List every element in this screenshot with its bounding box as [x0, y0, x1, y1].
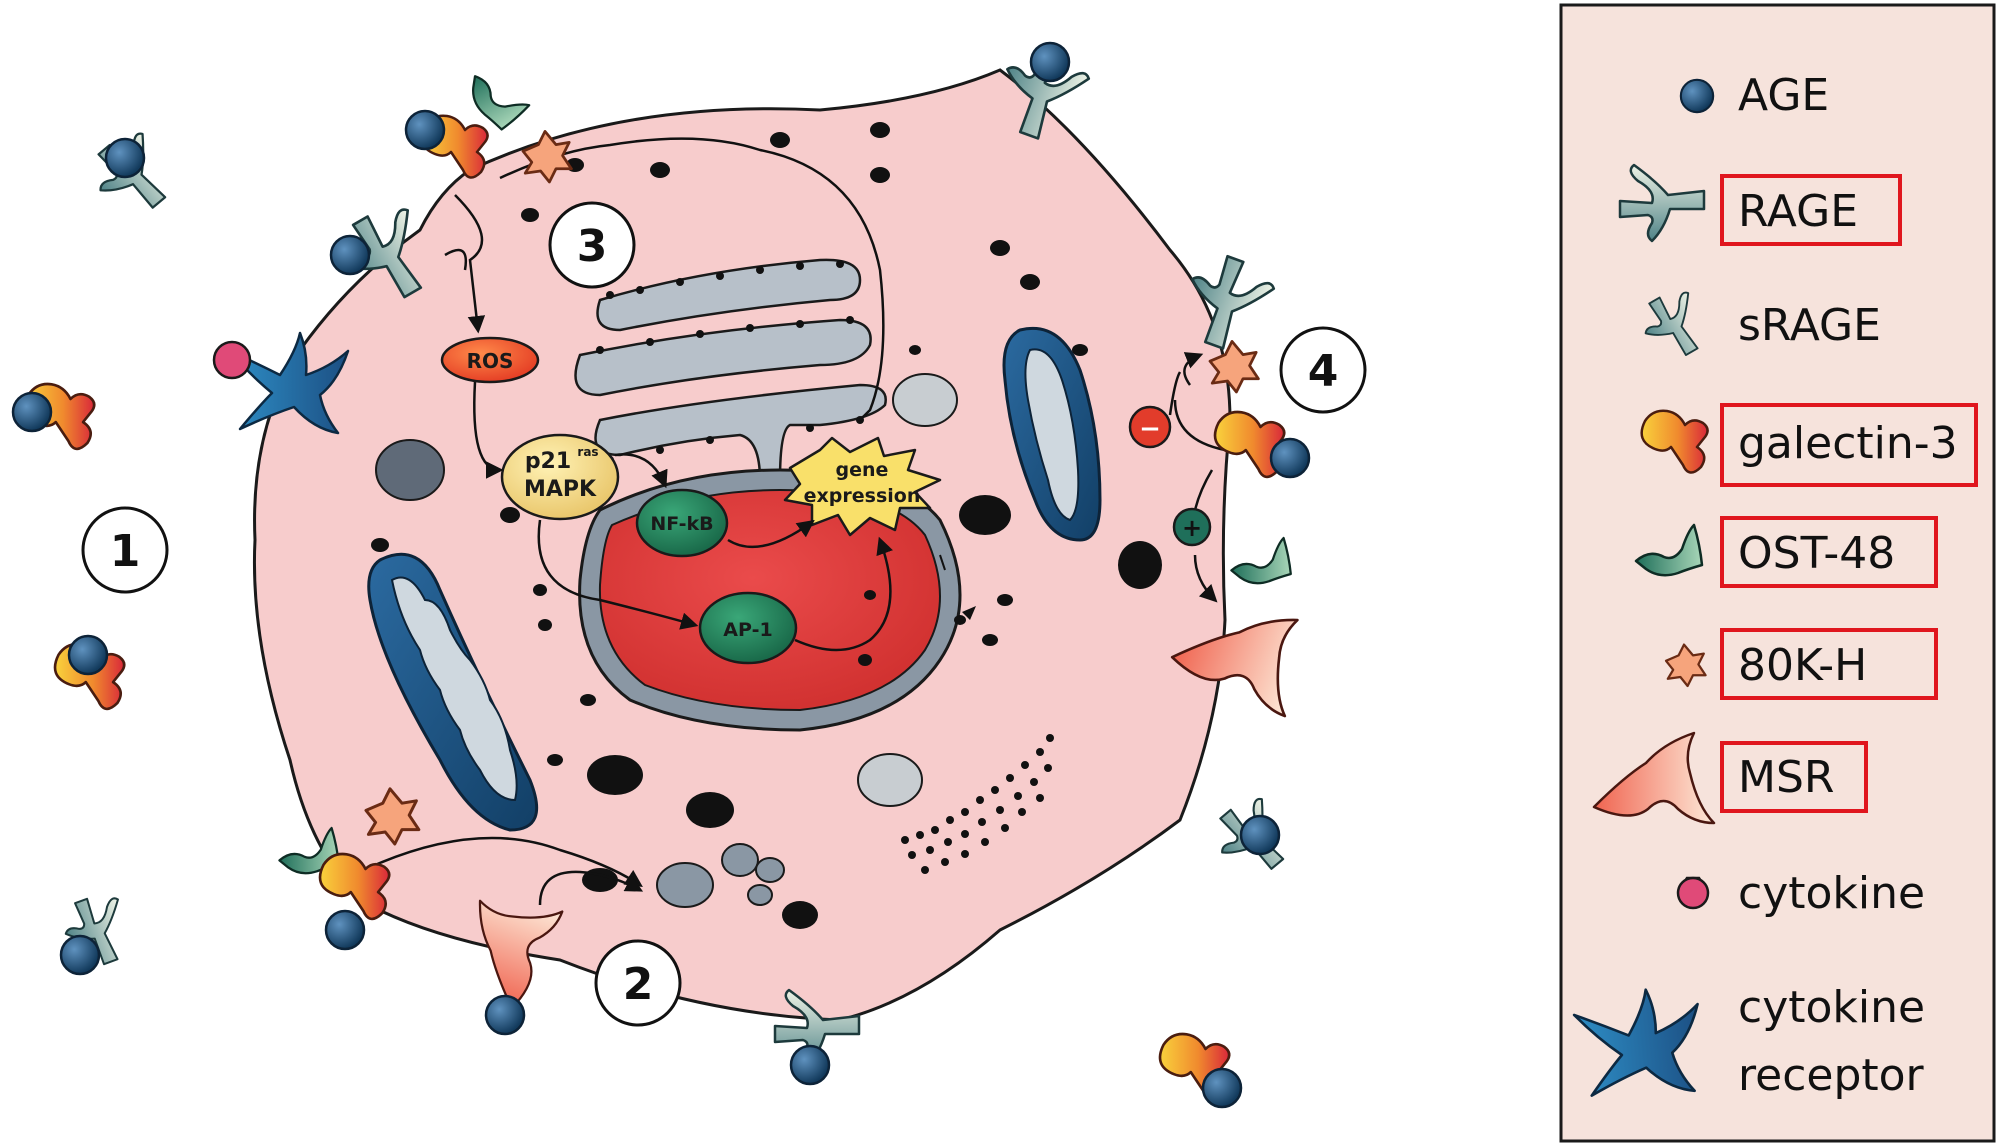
free-galectin-bottom-right	[1160, 1034, 1241, 1107]
svg-text:ras: ras	[577, 445, 598, 459]
svg-text:receptor: receptor	[1738, 1050, 1925, 1101]
ost-right	[1231, 538, 1290, 583]
svg-text:OST-48: OST-48	[1738, 528, 1895, 579]
plus-marker: +	[1174, 509, 1210, 545]
svg-text:3: 3	[577, 221, 608, 272]
svg-text:+: +	[1182, 514, 1202, 542]
svg-text:MAPK: MAPK	[524, 477, 597, 502]
svg-text:AGE: AGE	[1738, 70, 1829, 121]
free-rage-far-left	[82, 124, 183, 226]
svg-text:ROS: ROS	[467, 349, 514, 373]
svg-text:1: 1	[110, 526, 141, 577]
svg-text:RAGE: RAGE	[1738, 186, 1858, 237]
free-srage-right	[1205, 790, 1300, 886]
step-1-label: 1	[83, 508, 167, 592]
svg-text:AP-1: AP-1	[723, 619, 772, 641]
p21-mapk-node: p21 ras MAPK	[502, 435, 618, 519]
svg-text:cytokine: cytokine	[1738, 982, 1925, 1033]
svg-text:p21: p21	[525, 449, 571, 474]
step-2-label: 2	[596, 941, 680, 1025]
nf-kb-node: NF-kB	[637, 490, 727, 556]
svg-text:NF-kB: NF-kB	[650, 513, 713, 535]
step-4-label: 4	[1281, 328, 1365, 412]
svg-text:sRAGE: sRAGE	[1738, 300, 1881, 351]
svg-text:cytokine: cytokine	[1738, 868, 1925, 919]
free-galectin-left-2	[55, 636, 124, 709]
free-galectin-left-1	[13, 384, 94, 449]
ros-node: ROS	[442, 338, 538, 382]
svg-text:MSR: MSR	[1738, 752, 1834, 803]
minus-marker: −	[1130, 407, 1170, 447]
free-srage-bottom-left	[57, 889, 137, 974]
svg-text:expression: expression	[804, 485, 921, 507]
ap-1-node: AP-1	[700, 593, 796, 663]
svg-text:gene: gene	[836, 459, 889, 481]
age-icon	[1681, 80, 1713, 112]
svg-text:80K-H: 80K-H	[1738, 640, 1867, 691]
svg-text:−: −	[1139, 414, 1161, 444]
step-3-label: 3	[550, 203, 634, 287]
svg-text:2: 2	[623, 959, 654, 1010]
svg-text:4: 4	[1308, 346, 1339, 397]
galectin-right	[1215, 412, 1309, 477]
legend: AGE RAGE sRAGE galectin-3 OST-48 80K-H	[1561, 5, 1994, 1141]
svg-text:galectin-3: galectin-3	[1738, 418, 1958, 469]
